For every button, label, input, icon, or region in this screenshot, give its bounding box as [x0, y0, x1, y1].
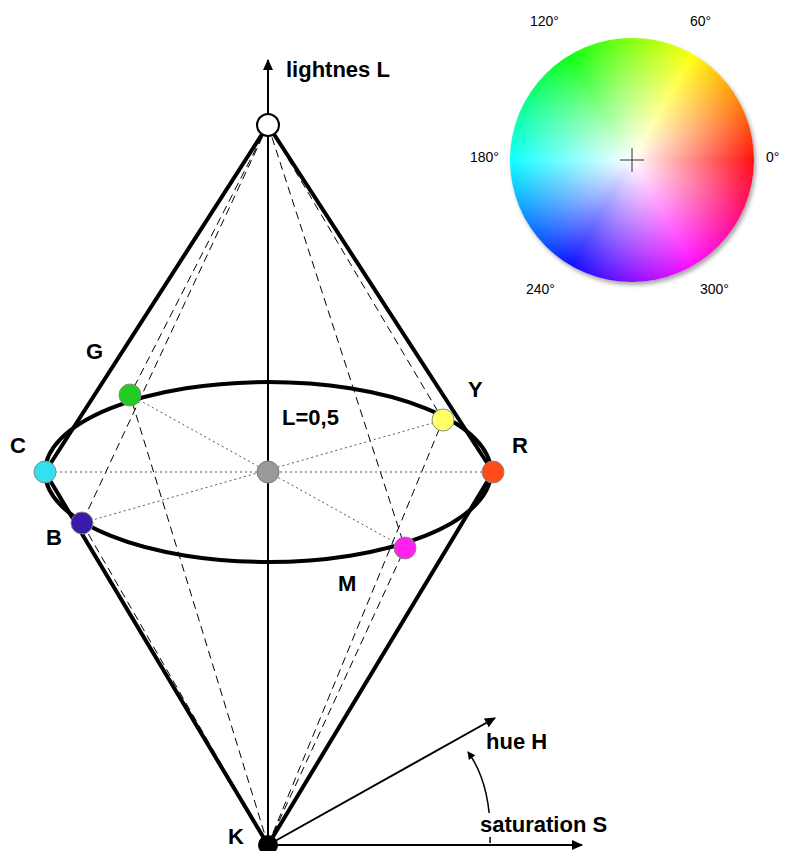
angle-label: 180°	[468, 150, 501, 165]
angle-label: 300°	[698, 282, 731, 297]
angle-label: 0°	[764, 150, 781, 165]
angle-label: 120°	[528, 14, 561, 29]
crosshair	[510, 38, 754, 282]
axis-label: lightnes L	[284, 58, 392, 82]
center-label: L=0,5	[280, 406, 341, 430]
axis-label: saturation S	[478, 813, 609, 837]
point-label: C	[8, 434, 28, 458]
color-wheel	[510, 38, 754, 282]
angle-label: 240°	[524, 282, 557, 297]
axis-label: hue H	[484, 730, 549, 754]
point-label: G	[84, 340, 105, 364]
point-label: M	[336, 572, 358, 596]
point-label: K	[226, 825, 246, 849]
point-label: B	[44, 526, 64, 550]
angle-label: 60°	[688, 14, 713, 29]
point-label: R	[510, 434, 530, 458]
point-label: Y	[466, 378, 485, 402]
